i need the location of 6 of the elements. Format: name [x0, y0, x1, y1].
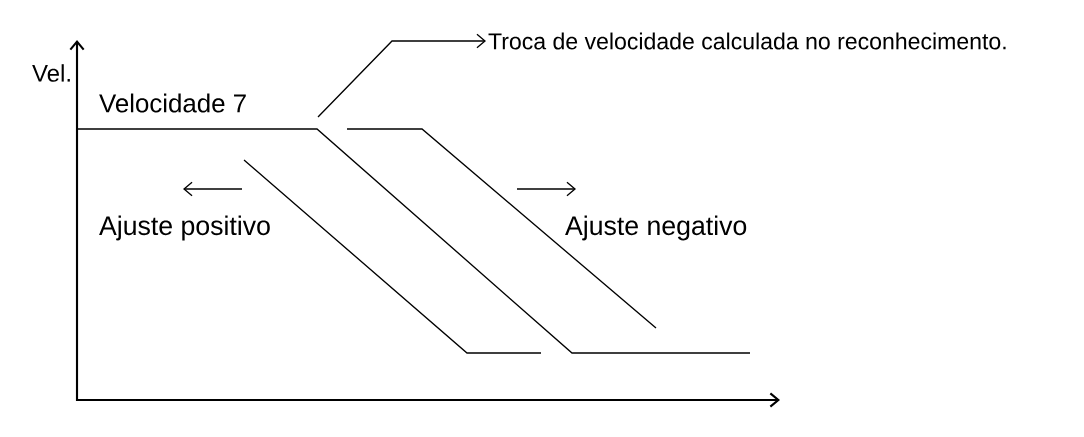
speed-curve — [76, 128, 751, 354]
annotation-text: Troca de velocidade calculada no reconhecimento. — [488, 32, 1006, 50]
axis-label: Vel. — [32, 64, 70, 82]
curve-label: Ajuste negativo — [565, 215, 747, 241]
leader-line — [317, 33, 486, 118]
curve-label: Ajuste positivo — [99, 215, 270, 241]
